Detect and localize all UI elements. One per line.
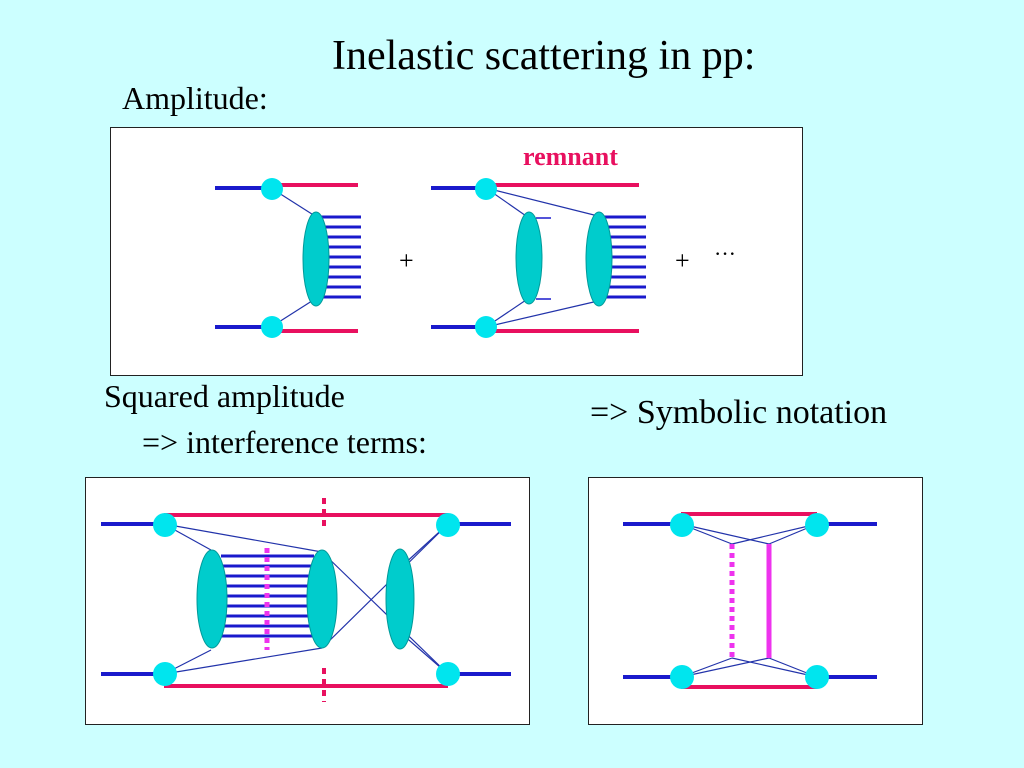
amplitude-label: Amplitude:	[122, 80, 268, 116]
slide-title: Inelastic scattering in pp:	[332, 33, 756, 79]
vertex-bottom-left	[670, 665, 694, 689]
symbolic-diagram-panel	[588, 477, 923, 725]
symbolic-diagram	[623, 512, 877, 689]
squared-amplitude-label: Squared amplitude	[104, 378, 345, 414]
pomeron-blob-right	[385, 548, 415, 650]
vertex-bottom	[475, 316, 497, 338]
remnant-label: remnant	[523, 142, 618, 171]
vertex-bottom-left	[153, 662, 177, 686]
vertex-top	[261, 178, 283, 200]
symbolic-notation-label: => Symbolic notation	[590, 394, 888, 431]
ellipsis: ···	[714, 241, 736, 266]
vertex-top-left	[153, 513, 177, 537]
vertex-bottom-right	[805, 665, 829, 689]
pomeron-blob-1	[515, 211, 543, 305]
pomeron-blob	[302, 211, 330, 307]
interference-terms-label: => interference terms:	[142, 424, 427, 460]
plus-sign-2: +	[675, 246, 690, 275]
vertex-top-right	[805, 513, 829, 537]
vertex-bottom	[261, 316, 283, 338]
pomeron-blob-left	[196, 549, 228, 649]
interference-diagram-panel	[85, 477, 530, 725]
pomeron-blob-center	[306, 549, 338, 649]
amplitude-diagram: +	[215, 142, 736, 338]
interference-diagram	[101, 498, 511, 702]
single-exchange-diagram	[215, 178, 361, 338]
vertex-top	[475, 178, 497, 200]
plus-sign-1: +	[399, 246, 414, 275]
pomeron-blob-2	[585, 211, 613, 307]
exchange-lines	[680, 523, 818, 678]
amplitude-diagram-panel: +	[110, 127, 803, 376]
vertex-top-left	[670, 513, 694, 537]
vertex-bottom-right	[436, 662, 460, 686]
vertex-top-right	[436, 513, 460, 537]
double-exchange-diagram	[431, 178, 646, 338]
